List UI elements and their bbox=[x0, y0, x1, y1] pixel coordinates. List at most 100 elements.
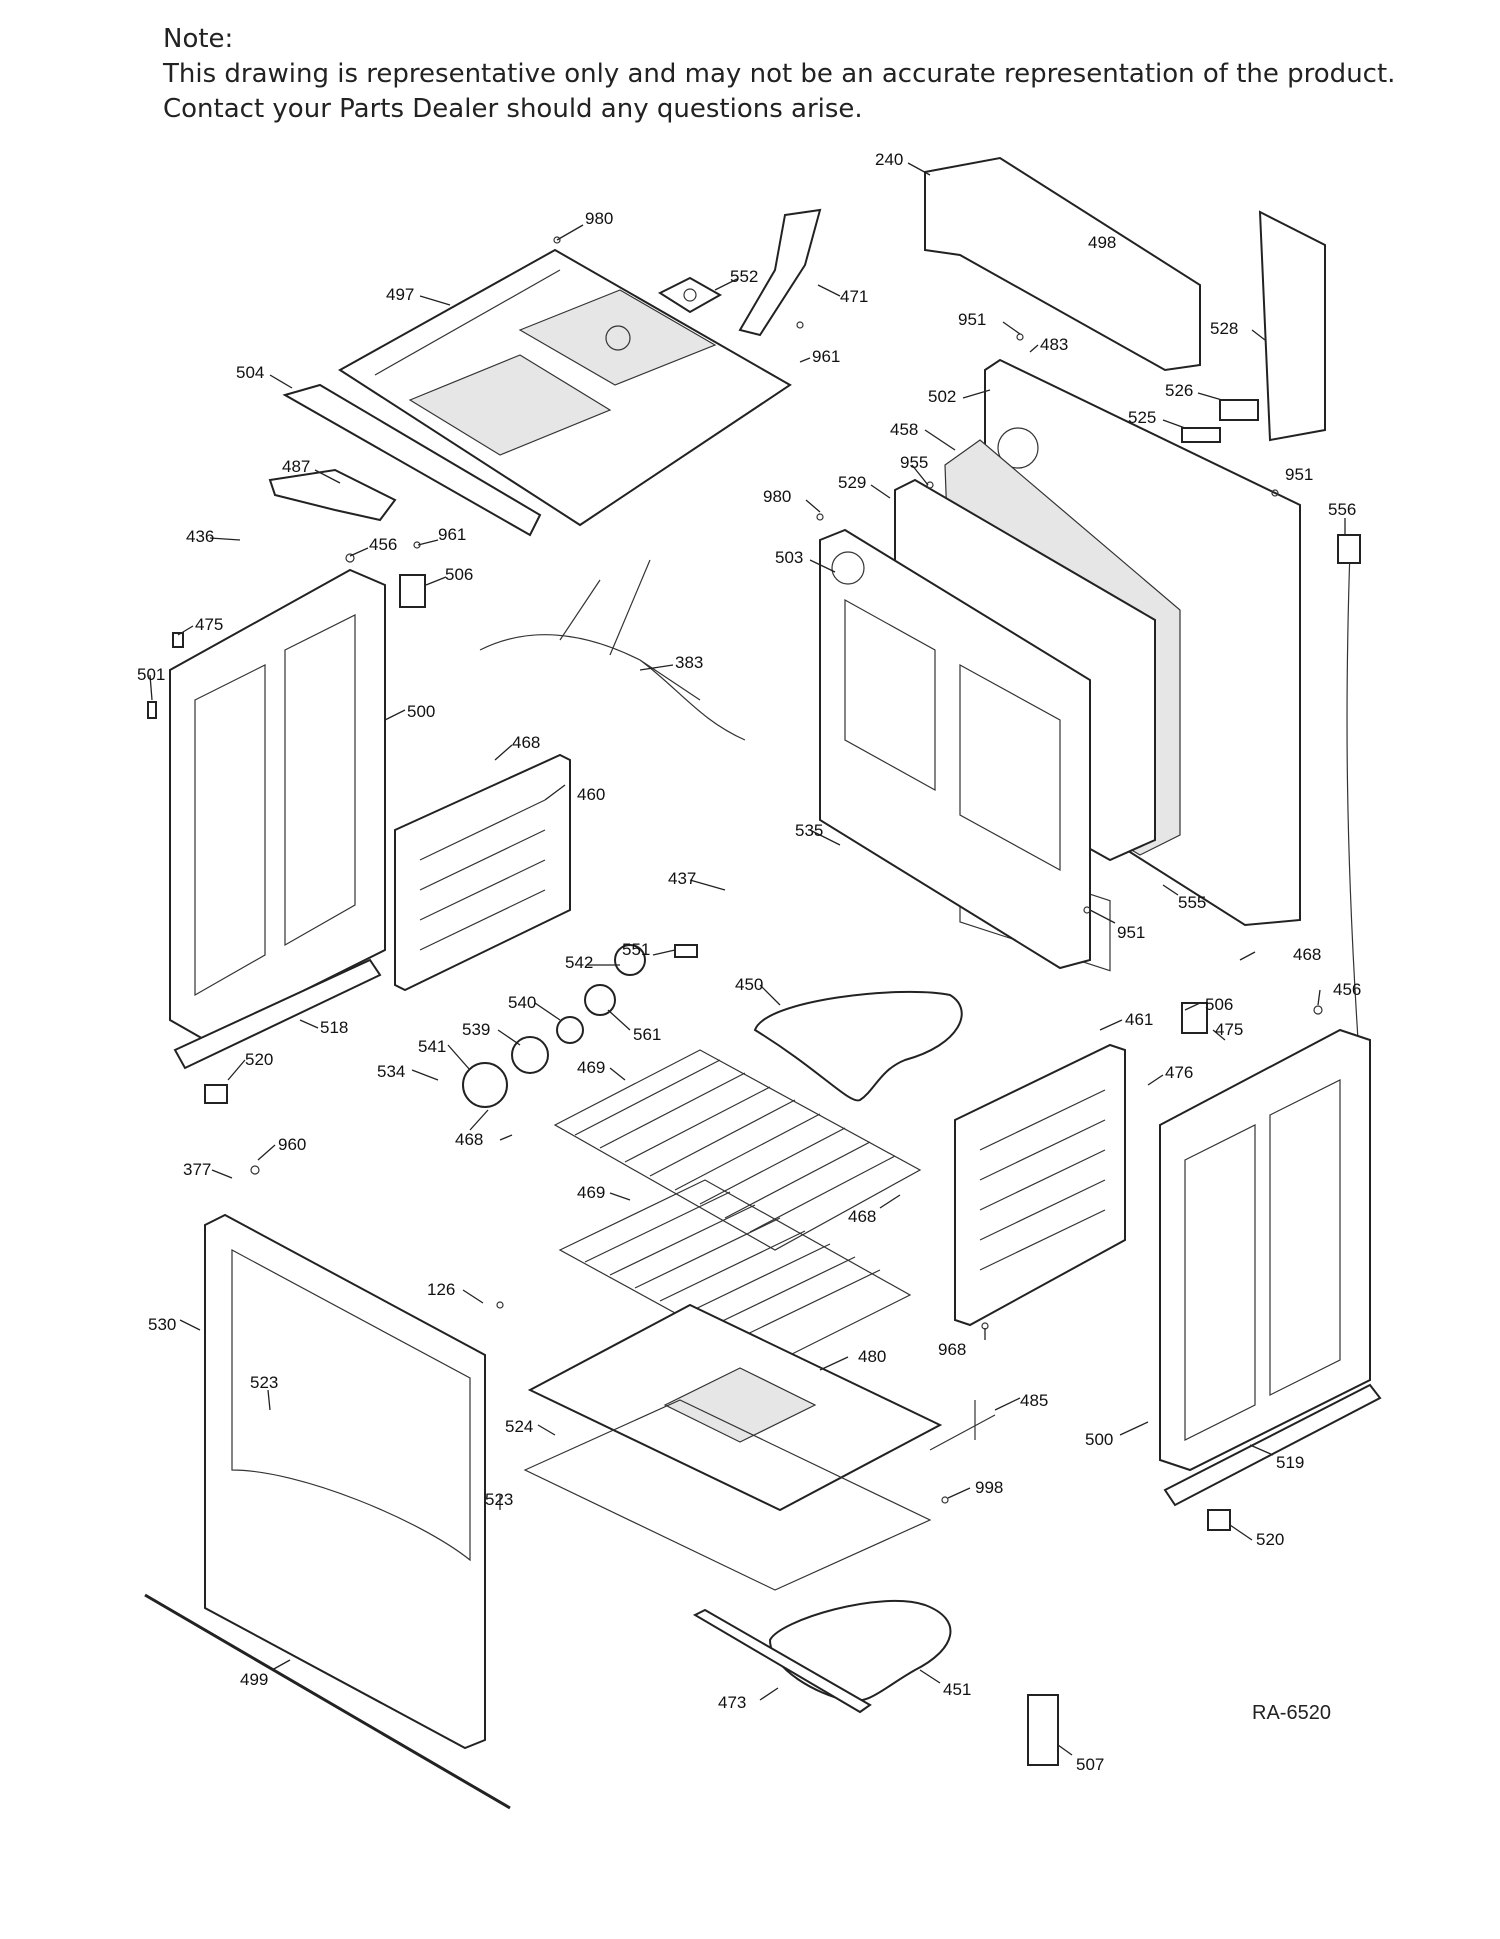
part-bracket-525 bbox=[1181, 427, 1221, 443]
part-right-side-panel bbox=[1159, 1028, 1371, 1472]
callout-528: 528 bbox=[1210, 319, 1238, 338]
callout-506-lower: 506 bbox=[1205, 995, 1233, 1014]
callout-460: 460 bbox=[577, 785, 605, 804]
note-line-2: Contact your Parts Dealer should any que… bbox=[163, 94, 863, 124]
callout-461: 461 bbox=[1125, 1010, 1153, 1029]
callout-951-bottom: 951 bbox=[1117, 923, 1145, 942]
callout-500-right: 500 bbox=[1085, 1430, 1113, 1449]
part-light-bulb bbox=[511, 1036, 549, 1074]
part-front-frame bbox=[204, 1213, 486, 1750]
callout-480: 480 bbox=[858, 1347, 886, 1366]
part-terminal-526 bbox=[1219, 399, 1259, 421]
callout-561: 561 bbox=[633, 1025, 661, 1044]
callout-523-upper: 523 bbox=[250, 1373, 278, 1392]
callout-497: 497 bbox=[386, 285, 414, 304]
part-clip-501 bbox=[147, 701, 157, 719]
callout-456-left: 456 bbox=[369, 535, 397, 554]
part-lamp-gasket bbox=[584, 984, 616, 1016]
part-leveling-leg-left bbox=[204, 1084, 228, 1104]
callout-968: 968 bbox=[938, 1340, 966, 1359]
callout-951-right: 951 bbox=[1285, 465, 1313, 484]
part-switch bbox=[268, 468, 397, 522]
part-vent-gasket bbox=[657, 276, 723, 314]
callout-labels: 240 980 498 552 471 497 961 951 483 528 … bbox=[137, 150, 1361, 1774]
callout-475-left: 475 bbox=[195, 615, 223, 634]
callout-501: 501 bbox=[137, 665, 165, 684]
note-heading: Note: bbox=[163, 24, 234, 54]
callout-469-upper: 469 bbox=[577, 1058, 605, 1077]
part-oven-rack-upper bbox=[553, 1049, 922, 1251]
callout-487: 487 bbox=[282, 457, 310, 476]
note-line-1: This drawing is representative only and … bbox=[163, 59, 1396, 89]
part-bottom-plate bbox=[523, 1399, 932, 1591]
parts-artwork bbox=[144, 156, 1382, 1810]
callout-518: 518 bbox=[320, 1018, 348, 1037]
callout-437: 437 bbox=[668, 869, 696, 888]
callout-534: 534 bbox=[377, 1062, 405, 1081]
callout-980-top: 980 bbox=[585, 209, 613, 228]
callout-483: 483 bbox=[1040, 335, 1068, 354]
part-bake-element bbox=[753, 990, 963, 1102]
callout-468-lower-left: 468 bbox=[455, 1130, 483, 1149]
part-block-upper bbox=[399, 574, 426, 608]
part-oven-bottom bbox=[527, 1303, 943, 1512]
callout-500-left: 500 bbox=[407, 702, 435, 721]
callout-503: 503 bbox=[775, 548, 803, 567]
part-clip-475 bbox=[172, 632, 184, 648]
callout-476: 476 bbox=[1165, 1063, 1193, 1082]
callout-520-left: 520 bbox=[245, 1050, 273, 1069]
callout-955: 955 bbox=[900, 453, 928, 472]
part-wiring-harness bbox=[479, 559, 746, 741]
callout-519: 519 bbox=[1276, 1453, 1304, 1472]
callout-556: 556 bbox=[1328, 500, 1356, 519]
callout-469-lower: 469 bbox=[577, 1183, 605, 1202]
callout-471: 471 bbox=[840, 287, 868, 306]
callout-507: 507 bbox=[1076, 1755, 1104, 1774]
drawing-reference-code: RA-6520 bbox=[1252, 1702, 1331, 1724]
leader-lines bbox=[149, 162, 1346, 1756]
callout-980-mid: 980 bbox=[763, 487, 791, 506]
part-small-bracket bbox=[674, 944, 698, 958]
callout-450: 450 bbox=[735, 975, 763, 994]
callout-520-right: 520 bbox=[1256, 1530, 1284, 1549]
part-top-panel bbox=[338, 248, 792, 527]
callout-436: 436 bbox=[186, 527, 214, 546]
callout-506-upper: 506 bbox=[445, 565, 473, 584]
callout-960: 960 bbox=[278, 1135, 306, 1154]
part-oven-front-frame bbox=[819, 528, 1091, 970]
callout-524: 524 bbox=[505, 1417, 533, 1436]
part-block-lower bbox=[1181, 1002, 1208, 1034]
callout-525: 525 bbox=[1128, 408, 1156, 427]
part-side-trim bbox=[1258, 210, 1326, 442]
callout-468-lower-right: 468 bbox=[848, 1207, 876, 1226]
callout-475-right: 475 bbox=[1215, 1020, 1243, 1039]
callout-551: 551 bbox=[622, 940, 650, 959]
disclaimer-note: Note: This drawing is representative onl… bbox=[163, 22, 1413, 127]
callout-555: 555 bbox=[1178, 893, 1206, 912]
callout-468-right-upper: 468 bbox=[1293, 945, 1321, 964]
part-rear-strip bbox=[282, 383, 542, 537]
callout-468-upper: 468 bbox=[512, 733, 540, 752]
part-slide-rail bbox=[692, 1608, 872, 1714]
part-left-bracket bbox=[173, 958, 382, 1070]
callout-458: 458 bbox=[890, 420, 918, 439]
callout-530: 530 bbox=[148, 1315, 176, 1334]
callout-526: 526 bbox=[1165, 381, 1193, 400]
part-lamp-socket bbox=[556, 1016, 584, 1044]
part-lamp-cover bbox=[462, 1062, 508, 1108]
part-sensor bbox=[929, 1400, 996, 1451]
callout-535: 535 bbox=[795, 821, 823, 840]
callout-502: 502 bbox=[928, 387, 956, 406]
callout-126: 126 bbox=[427, 1280, 455, 1299]
part-broil-element bbox=[768, 1600, 952, 1702]
part-right-heat-shield bbox=[954, 1043, 1126, 1327]
callout-542: 542 bbox=[565, 953, 593, 972]
callout-473: 473 bbox=[718, 1693, 746, 1712]
callout-377: 377 bbox=[183, 1160, 211, 1179]
part-vent-duct bbox=[738, 208, 822, 337]
callout-456-right: 456 bbox=[1333, 980, 1361, 999]
callout-529: 529 bbox=[838, 473, 866, 492]
callout-998: 998 bbox=[975, 1478, 1003, 1497]
part-leveling-leg-right bbox=[1207, 1509, 1231, 1531]
callout-451: 451 bbox=[943, 1680, 971, 1699]
